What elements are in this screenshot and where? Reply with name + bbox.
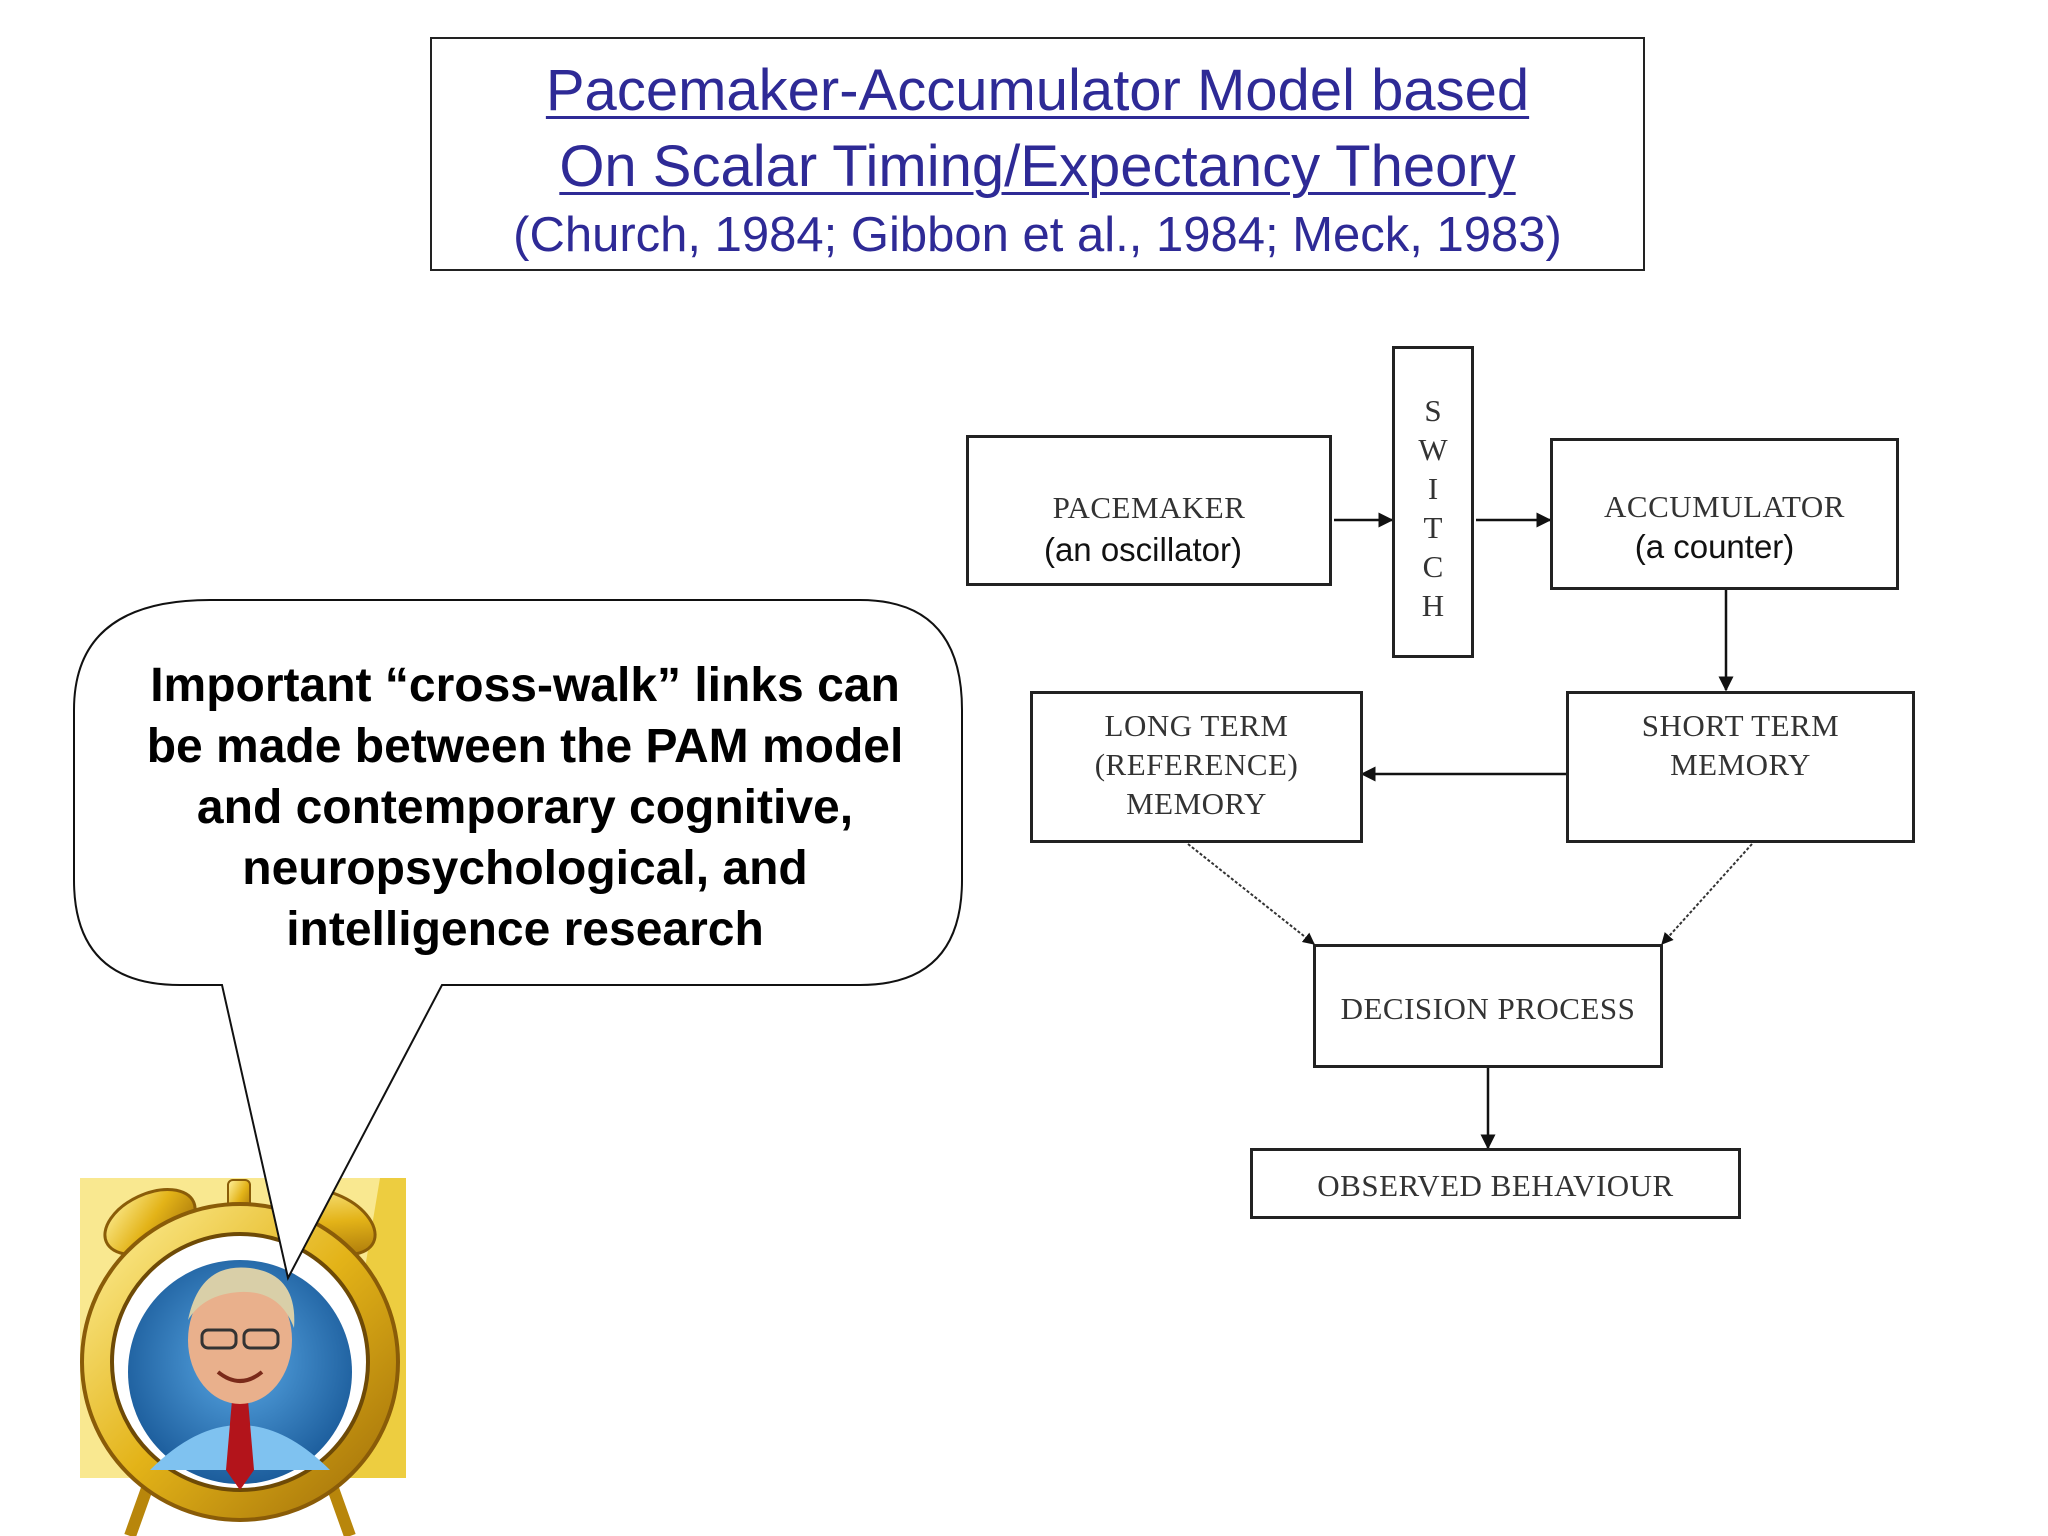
switch-letter-t: T [1423, 510, 1443, 545]
speech-bubble-outline [73, 599, 963, 1281]
title-line-1[interactable]: Pacemaker-Accumulator Model based [545, 58, 1530, 123]
citation: (Church, 1984; Gibbon et al., 1984; Meck… [513, 208, 1562, 262]
speech-bubble-text: Important “cross-walk” links can be made… [90, 655, 960, 960]
observed-behaviour-box: OBSERVED BEHAVIOUR [1250, 1148, 1741, 1219]
bubble-line-5: intelligence research [286, 903, 764, 956]
arrow-longterm-decision [1187, 843, 1315, 945]
switch-letter-w: W [1418, 432, 1448, 467]
switch-letter-s: S [1424, 393, 1442, 428]
pacemaker-box: PACEMAKER (an oscillator) [966, 435, 1332, 586]
short-term-line-1: SHORT TERM [1641, 708, 1840, 743]
short-term-memory-box: SHORT TERM MEMORY [1566, 691, 1915, 843]
bubble-line-1: Important “cross-walk” links can [150, 659, 900, 712]
clock-illustration [80, 1178, 406, 1536]
long-term-line-1: LONG TERM [1104, 708, 1289, 743]
long-term-line-2: (REFERENCE) [1094, 747, 1299, 782]
switch-box: S W I T C H [1392, 346, 1474, 658]
pacemaker-sublabel: (an oscillator) [1043, 531, 1243, 568]
bubble-line-2: be made between the PAM model [146, 720, 904, 773]
title-line-2[interactable]: On Scalar Timing/Expectancy Theory [559, 134, 1516, 199]
bubble-line-4: neuropsychological, and [242, 842, 808, 895]
decision-label: DECISION PROCESS [1340, 991, 1636, 1026]
observed-label: OBSERVED BEHAVIOUR [1317, 1168, 1674, 1203]
accumulator-box: ACCUMULATOR (a counter) [1550, 438, 1899, 590]
long-term-memory-box: LONG TERM (REFERENCE) MEMORY [1030, 691, 1363, 843]
accumulator-label: ACCUMULATOR [1604, 489, 1845, 524]
decision-process-box: DECISION PROCESS [1313, 944, 1663, 1068]
short-term-line-2: MEMORY [1670, 747, 1811, 782]
long-term-line-3: MEMORY [1126, 786, 1267, 821]
switch-letter-i: I [1427, 471, 1439, 506]
arrow-shortterm-decision [1661, 843, 1753, 945]
accumulator-sublabel: (a counter) [1634, 528, 1795, 565]
pacemaker-label: PACEMAKER [1052, 490, 1246, 525]
switch-letter-c: C [1422, 549, 1444, 584]
title-box: Pacemaker-Accumulator Model based On Sca… [430, 37, 1645, 271]
bubble-line-3: and contemporary cognitive, [196, 781, 854, 834]
switch-letter-h: H [1421, 588, 1445, 623]
